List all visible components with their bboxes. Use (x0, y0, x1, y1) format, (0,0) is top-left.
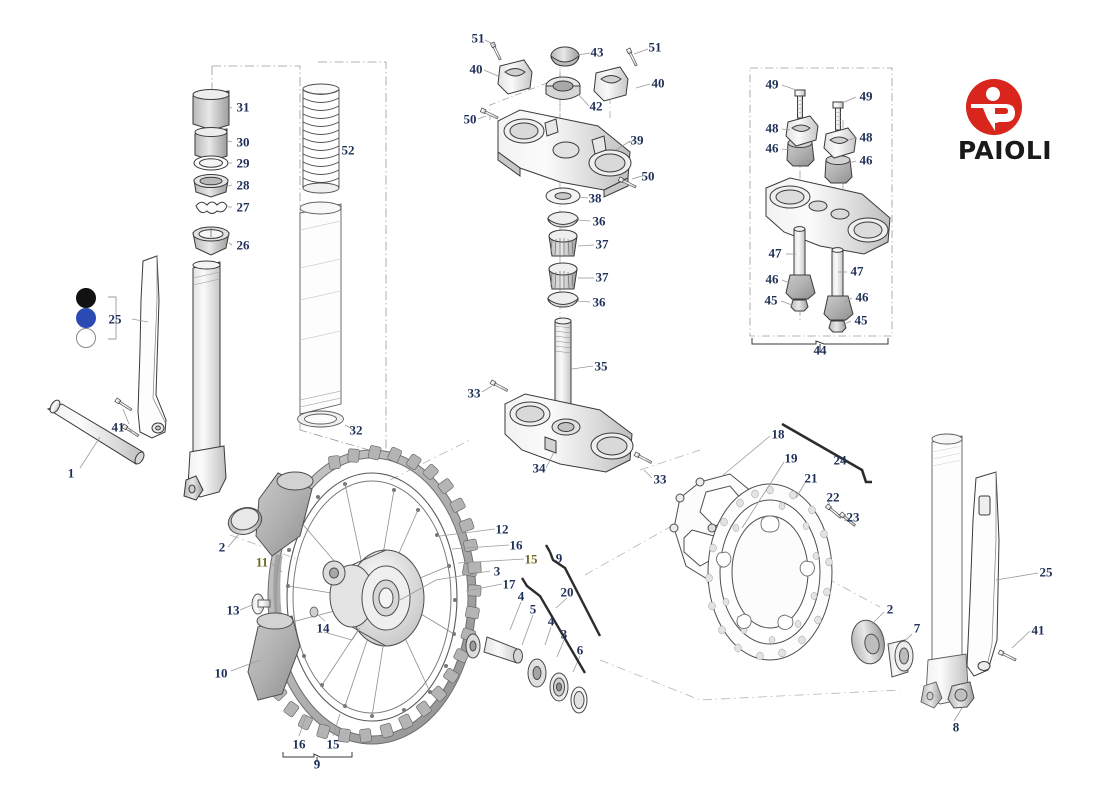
part-number-callout: 50 (641, 168, 655, 184)
part-number-callout: 49 (765, 76, 779, 92)
part-number-callout: 11 (255, 554, 269, 570)
part-number-callout: 50 (463, 111, 477, 127)
part-number-callout: 41 (1031, 622, 1045, 638)
part-number-callout: 46 (765, 140, 779, 156)
part-number-callout: 10 (214, 665, 228, 681)
part-number-callout: 6 (576, 642, 584, 658)
part-number-callout: 27 (236, 199, 250, 215)
part-number-callout: 13 (226, 602, 240, 618)
part-number-callout: 29 (236, 155, 250, 171)
legend-swatch-blue (76, 308, 96, 328)
part-number-callout: 22 (826, 489, 840, 505)
part-number-callout: 52 (341, 142, 355, 158)
part-number-callout: 9 (313, 756, 321, 772)
part-number-callout: 20 (560, 584, 574, 600)
part-number-callout: 33 (467, 385, 481, 401)
part-number-callout: 51 (648, 39, 662, 55)
legend-bracket (108, 296, 117, 340)
part-number-callout: 16 (292, 736, 306, 752)
legend-swatch-white (76, 328, 96, 348)
part-number-callout: 44 (813, 342, 827, 358)
part-number-callout: 5 (529, 601, 537, 617)
part-number-callout: 48 (765, 120, 779, 136)
part-number-callout: 14 (316, 620, 330, 636)
part-number-callout: 2 (886, 601, 894, 617)
part-number-callout: 34 (532, 460, 546, 476)
part-number-callout: 25 (1039, 564, 1053, 580)
part-number-callout: 35 (594, 358, 608, 374)
part-number-callout: 46 (855, 289, 869, 305)
part-number-callout: 46 (765, 271, 779, 287)
part-number-callout: 16 (509, 537, 523, 553)
part-number-callout: 47 (850, 263, 864, 279)
part-number-callout: 7 (913, 620, 921, 636)
part-number-callout: 30 (236, 134, 250, 150)
part-number-callout: 1 (67, 465, 75, 481)
part-number-callout: 17 (502, 576, 516, 592)
part-number-callout: 15 (326, 736, 340, 752)
part-number-callout: 38 (588, 190, 602, 206)
part-number-callout: 28 (236, 177, 250, 193)
part-number-callout: 2 (218, 539, 226, 555)
part-number-callout: 39 (630, 132, 644, 148)
part-number-callout: 4 (547, 613, 555, 629)
part-number-callout: 41 (111, 419, 125, 435)
part-number-callout: 40 (651, 75, 665, 91)
brand-name: PAIOLI (957, 136, 1053, 165)
part-number-callout: 18 (771, 426, 785, 442)
part-number-callout: 26 (236, 237, 250, 253)
part-number-callout: 32 (349, 422, 363, 438)
color-legend (70, 288, 120, 350)
brand-logo: PAIOLI (940, 78, 1070, 174)
part-number-callout: 46 (859, 152, 873, 168)
part-number-callout: 31 (236, 99, 250, 115)
part-number-callout: 47 (768, 245, 782, 261)
legend-swatch-black (76, 288, 96, 308)
part-number-callout: 49 (859, 88, 873, 104)
part-number-callout: 43 (590, 44, 604, 60)
part-number-callout: 19 (784, 450, 798, 466)
part-number-callout: 9 (555, 550, 563, 566)
part-number-callout: 15 (524, 551, 538, 567)
part-number-callout: 51 (471, 30, 485, 46)
part-number-callout: 12 (495, 521, 509, 537)
part-number-callout: 36 (592, 213, 606, 229)
part-number-callout: 36 (592, 294, 606, 310)
part-number-callout: 37 (595, 269, 609, 285)
part-number-callout: 3 (560, 626, 568, 642)
part-number-callout: 8 (952, 719, 960, 735)
part-number-callout: 45 (854, 312, 868, 328)
part-number-callout: 37 (595, 236, 609, 252)
part-number-callout: 24 (833, 452, 847, 468)
part-number-callout: 45 (764, 292, 778, 308)
part-number-callout: 33 (653, 471, 667, 487)
part-number-callout: 48 (859, 129, 873, 145)
part-number-callout: 25 (108, 311, 122, 327)
part-number-callout: 42 (589, 98, 603, 114)
paioli-circle-figure-icon (966, 79, 1022, 135)
part-number-callout: 40 (469, 61, 483, 77)
part-number-callout: 4 (517, 588, 525, 604)
part-number-callout: 3 (493, 563, 501, 579)
part-number-callout: 23 (846, 509, 860, 525)
part-number-callout: 21 (804, 470, 818, 486)
